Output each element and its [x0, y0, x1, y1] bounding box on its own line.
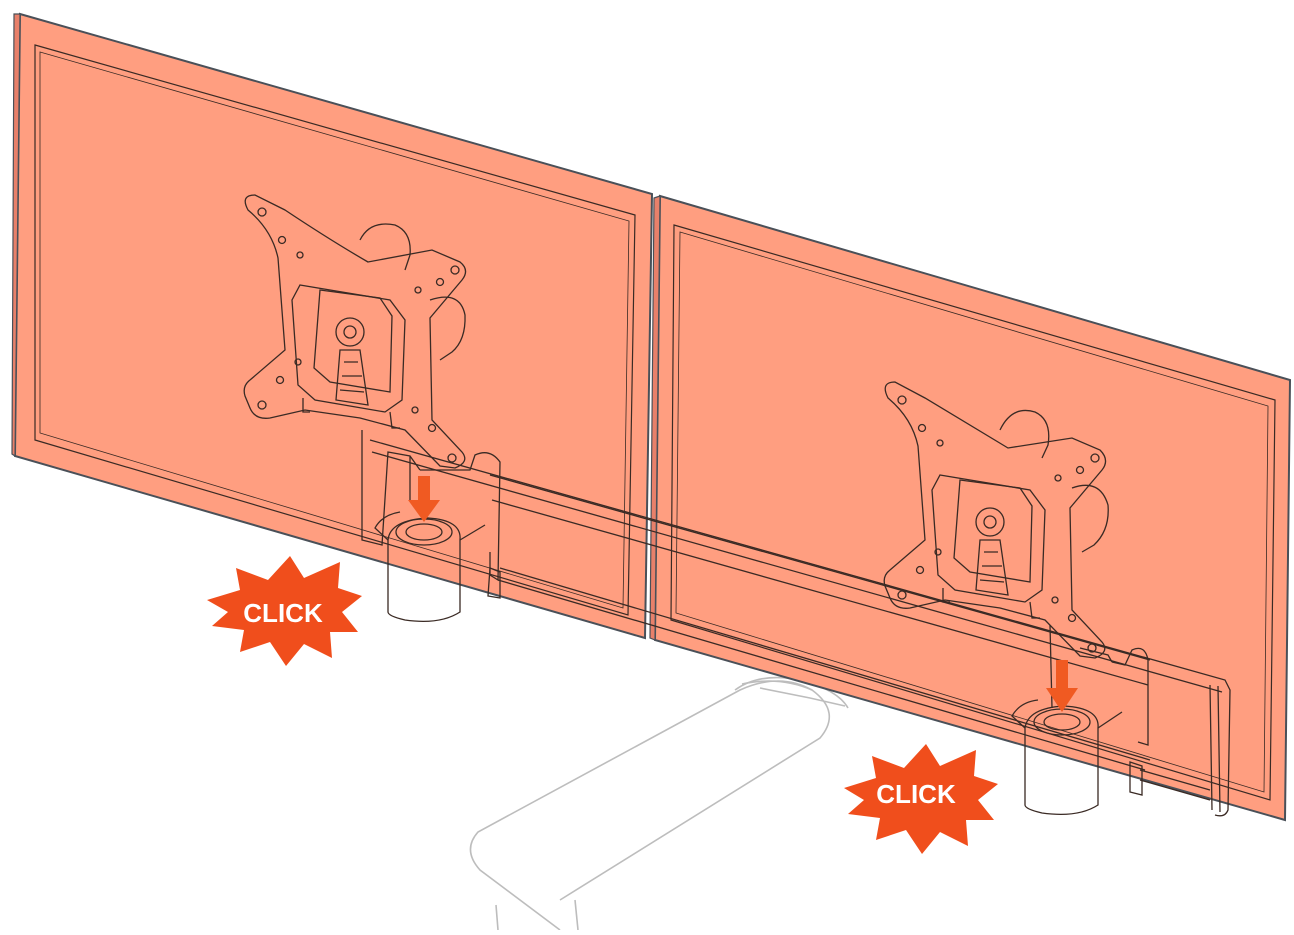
click-label-right: CLICK [876, 779, 956, 809]
right-vesa-mount [883, 381, 1149, 746]
left-down-arrow-icon [408, 476, 440, 522]
left-monitor [11, 12, 654, 640]
desk-arm [469, 676, 849, 931]
left-pole-collar [374, 511, 501, 623]
starburst-right-icon [844, 744, 998, 854]
left-vesa-mount [243, 194, 501, 582]
crossbar-rail [369, 439, 1231, 817]
right-monitor [649, 194, 1292, 822]
starburst-left-icon [207, 556, 362, 666]
click-label-left: CLICK [243, 598, 323, 628]
click-burst-right: CLICK [844, 744, 998, 854]
right-down-arrow-icon [1046, 660, 1078, 712]
click-burst-left: CLICK [207, 556, 362, 666]
